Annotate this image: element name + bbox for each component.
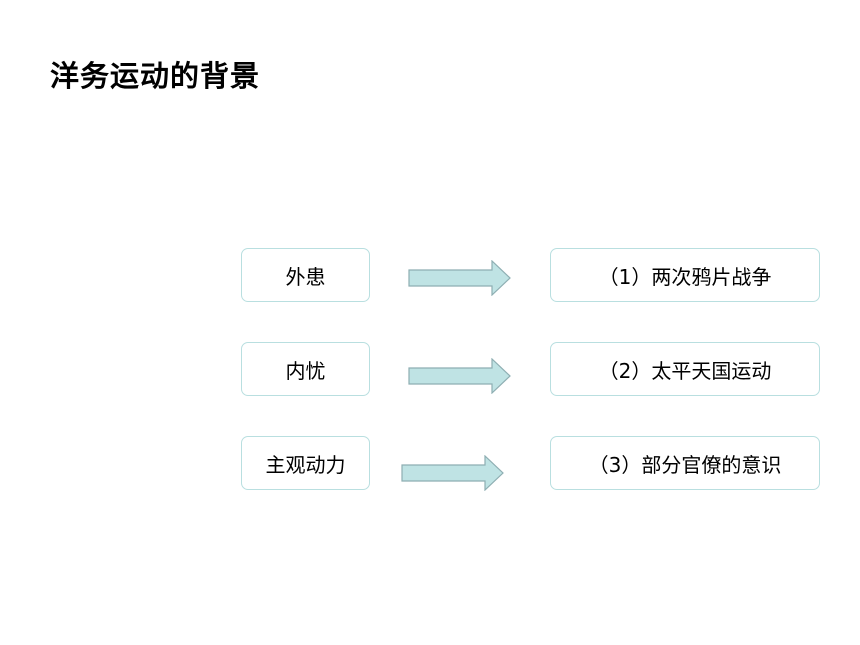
cause-label: 内忧 [285, 358, 326, 383]
detail-box-officials: （3）部分官僚的意识 [550, 436, 820, 490]
right-arrow-icon [401, 455, 505, 491]
detail-box-opium-wars: （1）两次鸦片战争 [550, 248, 820, 302]
detail-label: （2）太平天国运动 [598, 358, 772, 383]
page-title: 洋务运动的背景 [50, 59, 261, 93]
cause-box-subjective: 主观动力 [241, 436, 370, 490]
cause-label: 主观动力 [265, 452, 346, 477]
detail-label: （1）两次鸦片战争 [598, 264, 772, 289]
cause-label: 外患 [285, 264, 326, 289]
detail-label: （3）部分官僚的意识 [588, 452, 782, 477]
right-arrow-icon [408, 260, 512, 296]
cause-box-external: 外患 [241, 248, 370, 302]
detail-box-taiping: （2）太平天国运动 [550, 342, 820, 396]
right-arrow-icon [408, 358, 512, 394]
cause-box-internal: 内忧 [241, 342, 370, 396]
